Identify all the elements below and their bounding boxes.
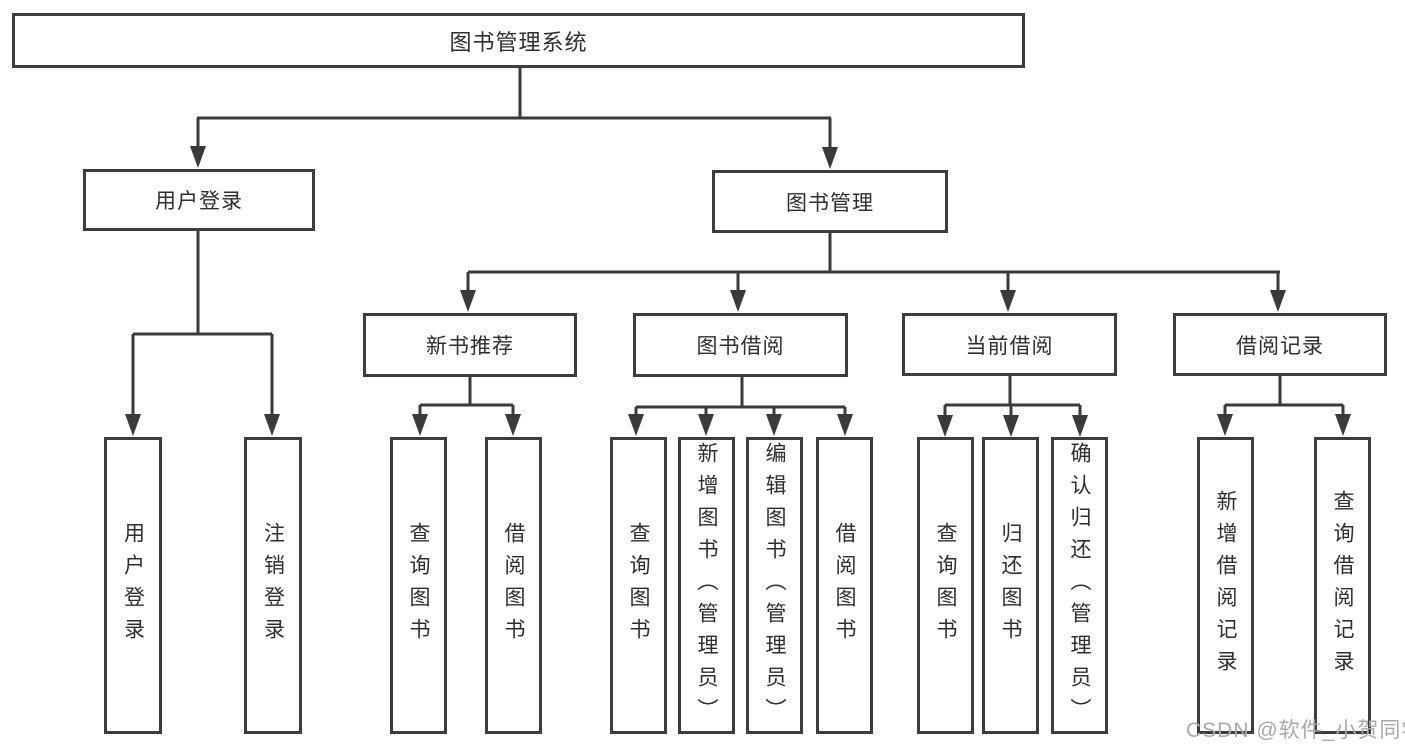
arrowhead-icon	[1217, 414, 1233, 436]
leaf-label: 归还图书	[999, 521, 1022, 650]
leaf-records-add-record: 新增借阅记录	[1197, 437, 1254, 734]
leaf-user-login: 用户登录	[104, 437, 162, 734]
arrowhead-icon	[1072, 415, 1088, 437]
leaf-label: 用户登录	[121, 521, 145, 650]
arrowhead-icon	[264, 414, 280, 436]
leaf-label: 编辑图书（管理员）	[763, 441, 786, 730]
node-current-borrow: 当前借阅	[902, 313, 1117, 376]
arrowhead-icon	[1003, 415, 1019, 437]
leaf-logout: 注销登录	[244, 437, 302, 734]
leaf-label: 借阅图书	[502, 521, 525, 650]
leaf-label: 查询图书	[934, 521, 957, 650]
leaf-borrow-query-books: 查询图书	[610, 437, 667, 734]
arrowhead-icon	[822, 147, 838, 169]
arrowhead-icon	[190, 146, 206, 168]
node-book-borrow: 图书借阅	[633, 313, 848, 377]
leaf-records-query-record: 查询借阅记录	[1314, 437, 1371, 734]
leaf-label: 查询图书	[407, 521, 430, 650]
node-borrow-records: 借阅记录	[1173, 313, 1387, 376]
arrowhead-icon	[1335, 414, 1351, 436]
leaf-current-confirm-return-admin: 确认归还（管理员）	[1051, 437, 1108, 734]
leaf-borrow-add-books-admin: 新增图书（管理员）	[678, 437, 735, 734]
arrowhead-icon	[1000, 290, 1016, 312]
leaf-label: 新增图书（管理员）	[695, 441, 718, 730]
leaf-recommend-borrow-books: 借阅图书	[485, 437, 542, 734]
leaf-current-return-books: 归还图书	[982, 437, 1039, 734]
arrowhead-icon	[698, 414, 714, 436]
arrowhead-icon	[412, 414, 428, 436]
leaf-label: 确认归还（管理员）	[1068, 441, 1091, 730]
node-book-management: 图书管理	[712, 170, 948, 233]
node-new-book-recommend: 新书推荐	[363, 313, 577, 377]
leaf-borrow-edit-books-admin: 编辑图书（管理员）	[746, 437, 803, 734]
arrowhead-icon	[937, 415, 953, 437]
arrowhead-icon	[766, 414, 782, 436]
arrowhead-icon	[837, 414, 853, 436]
arrowhead-icon	[1270, 290, 1286, 312]
leaf-label: 借阅图书	[833, 521, 856, 650]
node-root: 图书管理系统	[12, 13, 1025, 68]
arrowhead-icon	[628, 414, 644, 436]
leaf-current-query-books: 查询图书	[917, 437, 974, 734]
node-user-login: 用户登录	[83, 169, 315, 231]
arrowhead-icon	[730, 290, 746, 312]
watermark: CSDN @软件_小贺同学	[1186, 719, 1405, 742]
leaf-label: 新增借阅记录	[1214, 489, 1237, 682]
arrowhead-icon	[125, 414, 141, 436]
leaf-label: 查询借阅记录	[1331, 489, 1354, 682]
leaf-label: 查询图书	[627, 521, 650, 650]
leaf-label: 注销登录	[261, 521, 285, 650]
leaf-borrow-borrow-books: 借阅图书	[816, 437, 873, 734]
arrowhead-icon	[505, 414, 521, 436]
arrowhead-icon	[460, 290, 476, 312]
leaf-recommend-query-books: 查询图书	[390, 437, 447, 734]
